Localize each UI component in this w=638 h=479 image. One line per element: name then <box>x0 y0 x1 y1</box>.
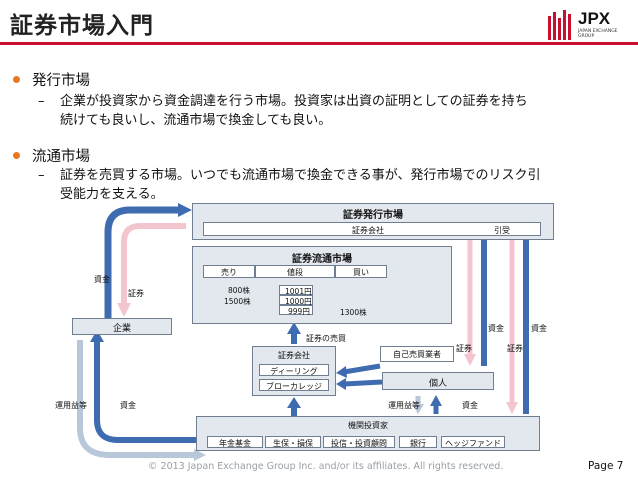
flow-label-securities: 証券 <box>456 344 472 353</box>
bullet-trading-desc-2: 受能力を支える。 <box>60 187 164 202</box>
bullet-issue-market: 発行市場 <box>32 73 90 89</box>
price-999-label: 999円 <box>288 307 310 316</box>
investor-type-bank: 銀行 <box>399 436 437 448</box>
investor-type-fund-label: 投信・投資顧問 <box>331 439 387 448</box>
trading-market-box: 証券流通市場 売り 値段 買い 800株 1500株 1001円 1000円 9… <box>192 246 452 324</box>
jpx-logo: JPX JAPAN EXCHANGE GROUP <box>544 8 634 44</box>
copyright-notice: © 2013 Japan Exchange Group Inc. and/or … <box>148 461 504 472</box>
company-box: 企業 <box>72 318 172 335</box>
arrow-funds-from-investors <box>94 340 196 443</box>
investor-type-hedge: ヘッジファンド <box>441 436 505 448</box>
institutional-box: 機関投資家 年金基金 生保・損保 投信・投資顧問 銀行 ヘッジファンド <box>196 416 540 451</box>
order-header-sell: 売り <box>203 265 255 278</box>
arrow-head-funds-up-small <box>430 395 442 406</box>
flow-label-funds: 資金 <box>462 401 478 410</box>
logo-subtext: JAPAN EXCHANGE GROUP <box>578 29 618 39</box>
trading-market-title: 証券流通市場 <box>292 254 352 265</box>
arrow-head-dealer-to-firm <box>336 366 347 378</box>
flow-label-funds: 資金 <box>120 401 136 410</box>
arrow-head-returns-down <box>412 404 424 414</box>
individual-box: 個人 <box>382 372 494 390</box>
page-number: Page 7 <box>588 460 624 472</box>
issue-market-company: 証券会社 <box>352 226 384 235</box>
logo-text: JPX <box>578 9 611 28</box>
investor-type-fund: 投信・投資顧問 <box>323 436 395 448</box>
arrow-head-sec-trading <box>287 322 301 334</box>
arrow-individual-to-firm <box>343 379 383 387</box>
flow-label-funds: 資金 <box>488 324 504 333</box>
brokerage-label: ブローカレッジ <box>266 382 322 391</box>
investor-type-insurance: 生保・損保 <box>265 436 321 448</box>
dash-marker: – <box>38 94 45 109</box>
order-header-buy: 買い <box>335 265 387 278</box>
sell-qty-800: 800株 <box>228 286 250 295</box>
dash-marker: – <box>38 168 45 183</box>
jpx-mark-icon <box>548 10 571 40</box>
flow-label-securities: 証券 <box>128 289 144 298</box>
investor-type-pension-label: 年金基金 <box>219 439 251 448</box>
price-1000-label: 1000円 <box>285 297 312 306</box>
arrow-securities-to-company <box>121 223 186 305</box>
investor-type-insurance-label: 生保・損保 <box>273 439 313 448</box>
price-1000: 1000円 <box>279 295 313 306</box>
order-header-sell-label: 売り <box>221 268 237 277</box>
order-header-price: 値段 <box>255 265 335 278</box>
arrow-dealer-to-firm <box>343 363 381 375</box>
self-dealer-label: 自己売買業者 <box>393 350 441 359</box>
flow-label-securities: 証券 <box>507 344 523 353</box>
flow-label-returns: 運用益等 <box>55 401 87 410</box>
sec-firm-box: 証券会社 ディーリング ブローカレッジ <box>252 346 336 396</box>
flow-label-funds: 資金 <box>531 324 547 333</box>
issue-market-title: 証券発行市場 <box>343 210 403 221</box>
issue-market-underwriting: 引受 <box>494 226 510 235</box>
flow-label-returns: 運用益等 <box>388 401 420 410</box>
arrow-funds-to-company <box>104 206 178 318</box>
investor-type-bank-label: 銀行 <box>410 439 426 448</box>
investor-type-pension: 年金基金 <box>207 436 263 448</box>
price-1001-label: 1001円 <box>285 287 312 296</box>
flow-label-funds: 資金 <box>94 275 110 284</box>
order-header-buy-label: 買い <box>353 268 369 277</box>
flow-label-sec-trading: 証券の売買 <box>306 334 346 343</box>
bullet-issue-desc-1: 企業が投資家から資金調達を行う市場。投資家は出資の証明としての証券を持ち <box>60 94 528 109</box>
institutional-title: 機関投資家 <box>348 421 388 430</box>
arrow-head-individual-to-firm <box>336 378 346 390</box>
company-label: 企業 <box>112 324 131 334</box>
bullet-dot <box>13 76 20 83</box>
bullet-dot <box>13 152 20 159</box>
arrow-returns-to-investors <box>77 340 196 458</box>
arrow-head-down-2 <box>506 402 518 414</box>
issue-market-box: 証券発行市場 証券会社 引受 <box>192 203 554 240</box>
arrow-head-investors-to-firm <box>287 397 301 408</box>
bullet-trading-desc-1: 証券を売買する市場。いつでも流通市場で換金できる事が、発行市場でのリスク引 <box>60 168 541 183</box>
price-1001: 1001円 <box>279 285 313 296</box>
arrow-head-returns <box>194 449 206 461</box>
dealing-box: ディーリング <box>259 364 329 376</box>
self-dealer-box: 自己売買業者 <box>380 346 454 362</box>
arrow-head-down-1 <box>464 354 476 366</box>
sell-qty-1500: 1500株 <box>224 297 251 306</box>
bullet-trading-market: 流通市場 <box>32 149 90 165</box>
price-999: 999円 <box>279 305 313 316</box>
buy-qty-1300: 1300株 <box>340 308 367 317</box>
page-title: 証券市場入門 <box>10 13 154 39</box>
dealing-label: ディーリング <box>270 367 318 376</box>
issue-market-inner: 証券会社 引受 <box>203 222 541 236</box>
arrow-head-funds-left <box>90 330 104 342</box>
arrow-head-securities <box>117 303 131 317</box>
individual-label: 個人 <box>428 379 447 389</box>
investor-type-hedge-label: ヘッジファンド <box>445 439 501 448</box>
bullet-issue-desc-2: 続けても良いし、流通市場で換金しても良い。 <box>60 113 332 128</box>
sec-firm-title: 証券会社 <box>278 351 310 360</box>
title-rule <box>0 42 638 45</box>
arrow-head-funds <box>178 203 192 217</box>
brokerage-box: ブローカレッジ <box>259 379 329 391</box>
order-header-price-label: 値段 <box>287 268 303 277</box>
